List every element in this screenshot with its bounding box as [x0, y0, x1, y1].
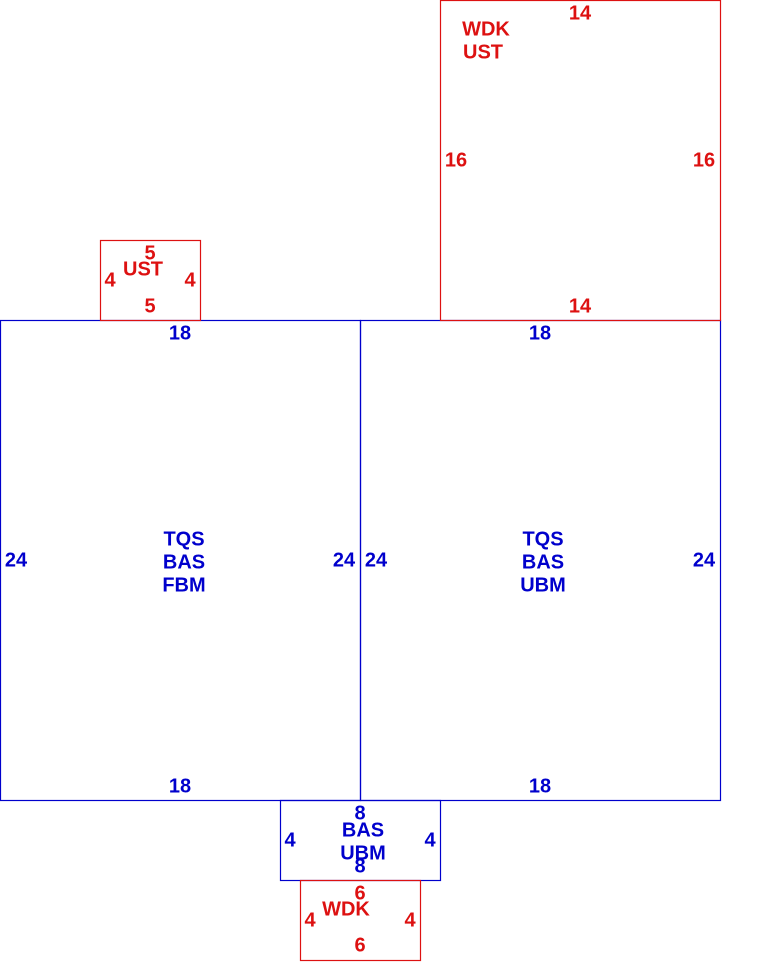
dim-wdk-bottom-right: 4 [404, 909, 416, 931]
code-left-main-2: BAS [163, 551, 205, 573]
area-left-main: 18 18 24 24 TQS BAS FBM [0, 319, 362, 802]
dim-left-main-top: 18 [169, 322, 191, 344]
dim-right-main-top: 18 [529, 322, 551, 344]
dim-right-main-right: 24 [693, 549, 716, 571]
area-ust-small: 5 5 4 4 UST [99, 239, 202, 322]
dim-ust-small-right: 4 [184, 269, 196, 291]
dim-right-main-left: 24 [365, 549, 388, 571]
area-wdk-ust-top: 14 14 16 16 WDK UST [439, 0, 722, 322]
area-right-main: 18 18 24 24 TQS BAS UBM [359, 319, 722, 802]
dim-small-bas-right: 4 [424, 829, 436, 851]
code-right-main-2: BAS [522, 551, 564, 573]
area-wdk-bottom-outline [299, 879, 422, 962]
code-left-main-3: FBM [162, 574, 205, 596]
code-ust-small-1: UST [123, 258, 163, 280]
dim-small-bas-top: 8 [354, 802, 365, 824]
code-wdk-ust-top-1: WDK [462, 18, 510, 40]
dim-left-main-left: 24 [5, 549, 28, 571]
dim-left-main-right: 24 [333, 549, 356, 571]
dim-ust-small-top: 5 [144, 242, 155, 264]
dim-small-bas-bottom: 8 [354, 855, 365, 877]
area-wdk-bottom: 6 6 4 4 WDK [299, 879, 422, 962]
dim-wdk-ust-top-bottom: 14 [569, 295, 592, 317]
dim-wdk-ust-top-left: 16 [445, 149, 467, 171]
code-wdk-bottom-1: WDK [322, 898, 370, 920]
code-right-main-1: TQS [522, 528, 563, 550]
dim-wdk-bottom-left: 4 [304, 909, 316, 931]
dim-ust-small-left: 4 [104, 269, 116, 291]
code-small-bas-1: BAS [342, 819, 384, 841]
dim-wdk-bottom-top: 6 [354, 882, 365, 904]
dim-small-bas-left: 4 [284, 829, 296, 851]
dim-right-main-bottom: 18 [529, 775, 551, 797]
dim-wdk-ust-top-top: 14 [569, 2, 592, 24]
area-small-bas: 8 8 4 4 BAS UBM [279, 799, 442, 882]
area-wdk-ust-top-outline [439, 0, 722, 322]
code-wdk-ust-top-2: UST [463, 41, 503, 63]
code-small-bas-2: UBM [340, 842, 386, 864]
code-left-main-1: TQS [163, 528, 204, 550]
dim-left-main-bottom: 18 [169, 775, 191, 797]
dim-wdk-ust-top-right: 16 [693, 149, 715, 171]
code-right-main-3: UBM [520, 574, 566, 596]
dim-wdk-bottom-bottom: 6 [354, 934, 365, 956]
dim-ust-small-bottom: 5 [144, 295, 155, 317]
area-ust-small-outline [99, 239, 202, 322]
